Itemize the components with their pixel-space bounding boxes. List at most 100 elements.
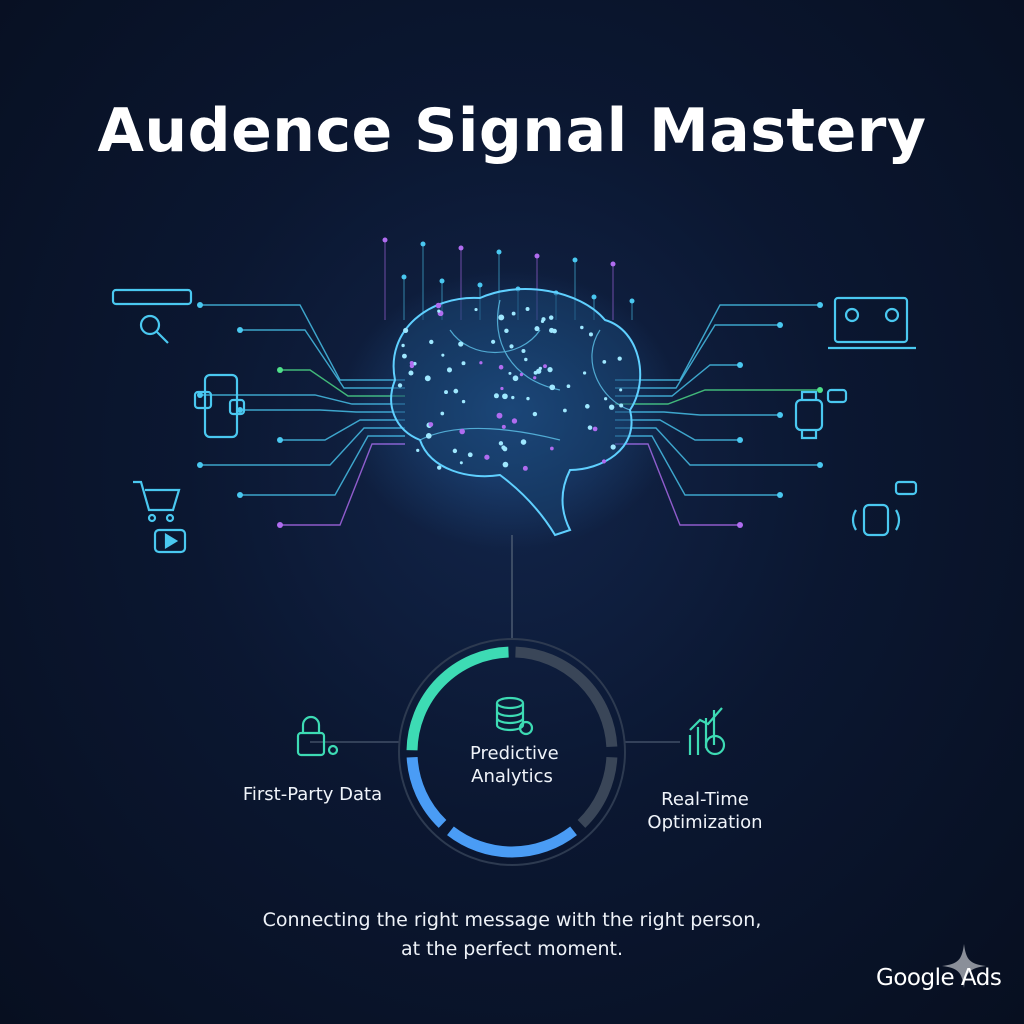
brain-node — [604, 397, 608, 401]
brain-node — [538, 366, 542, 371]
brain-node — [491, 339, 496, 344]
brain-node — [437, 465, 442, 470]
brain-node — [592, 426, 598, 432]
signal-node — [197, 302, 203, 308]
signal-node — [777, 412, 783, 418]
brain-node — [452, 448, 458, 454]
smartwatch-icon — [794, 388, 848, 440]
brain-node — [582, 371, 587, 375]
brain-node — [467, 452, 473, 458]
brain-node — [520, 439, 527, 445]
brain-node — [498, 364, 504, 370]
brain-node — [524, 357, 528, 362]
hub-outer-ring — [398, 638, 626, 866]
signal-node — [534, 253, 540, 259]
brain-node — [543, 364, 547, 369]
pillar-first-party-data: First-Party Data — [242, 784, 383, 805]
pillar-label-line1: Real-Time — [661, 789, 749, 810]
brain-node — [601, 459, 607, 464]
brain-node — [540, 319, 545, 324]
brain-node — [397, 383, 403, 388]
brain-node — [458, 341, 464, 347]
brain-node — [496, 412, 503, 419]
signal-node — [572, 257, 578, 263]
signal-node — [237, 492, 243, 498]
lock-icon — [296, 715, 339, 757]
signal-node — [817, 302, 823, 308]
signal-node — [777, 322, 783, 328]
signal-node — [817, 462, 823, 468]
ring-segment — [577, 756, 618, 828]
brain-icon — [390, 288, 642, 537]
signal-node — [237, 407, 243, 413]
brain-node — [547, 366, 553, 373]
signal-node — [496, 249, 502, 255]
signal-node — [737, 437, 743, 443]
brain-node — [562, 408, 567, 413]
video-play-icon — [153, 528, 187, 554]
brain-node — [424, 375, 431, 382]
brain-node — [521, 349, 526, 354]
brain-node — [566, 384, 571, 389]
brain-node — [534, 326, 540, 332]
hub-label: Predictive Analytics — [470, 742, 559, 788]
tagline-line2: at the perfect moment. — [400, 938, 624, 960]
brain-node — [459, 461, 463, 465]
signal-node — [817, 387, 823, 393]
ring-segment — [406, 646, 509, 751]
hub-label-line2: Analytics — [471, 766, 553, 787]
brain-node — [580, 325, 584, 330]
signal-node — [737, 362, 743, 368]
google-ads-logo: Google Ads — [876, 965, 1002, 991]
hub-label-line1: Predictive — [470, 743, 559, 764]
signal-node — [277, 522, 283, 528]
brain-node — [416, 448, 420, 453]
brain-node — [435, 302, 442, 309]
brain-node — [441, 353, 445, 357]
signal-node — [629, 298, 635, 304]
brain-node — [587, 425, 593, 430]
brain-node — [588, 332, 593, 337]
signal-node — [610, 261, 616, 267]
brain-node — [498, 441, 504, 446]
brain-node — [549, 384, 556, 391]
signal-node — [277, 437, 283, 443]
brain-node — [401, 343, 405, 348]
brain-node — [532, 411, 538, 417]
brain-node — [501, 424, 506, 429]
brain-node — [429, 339, 434, 345]
brain-node — [402, 353, 407, 359]
signal-node — [382, 237, 388, 243]
sparkle-icon — [942, 944, 986, 988]
brain-node — [585, 404, 590, 409]
brain-node — [484, 454, 490, 460]
signal-node — [777, 492, 783, 498]
brain-node — [617, 356, 622, 361]
brain-node — [504, 328, 509, 334]
signal-node — [458, 245, 464, 251]
brain-node — [548, 315, 554, 320]
brain-node — [500, 386, 504, 391]
signal-node — [197, 392, 203, 398]
brain-node — [453, 388, 459, 394]
brain-node — [425, 433, 432, 439]
brain-node — [512, 375, 519, 382]
signal-node — [420, 241, 426, 247]
brain-node — [508, 371, 512, 375]
brain-node — [610, 444, 616, 450]
signal-node — [401, 274, 407, 280]
pillar-real-time-optimization: Real-Time Optimization — [630, 788, 780, 834]
brain-node — [479, 361, 483, 365]
mobile-social-icon — [193, 373, 246, 439]
brain-node — [501, 445, 506, 450]
brain-node — [550, 446, 554, 451]
brain-node — [511, 395, 515, 400]
brain-node — [440, 411, 445, 416]
brain-node — [461, 361, 466, 366]
hub-progress-ring — [406, 646, 618, 858]
brain-node — [403, 327, 409, 334]
brain-node — [444, 390, 448, 395]
brain-node — [461, 399, 466, 404]
brain-node — [602, 359, 607, 364]
